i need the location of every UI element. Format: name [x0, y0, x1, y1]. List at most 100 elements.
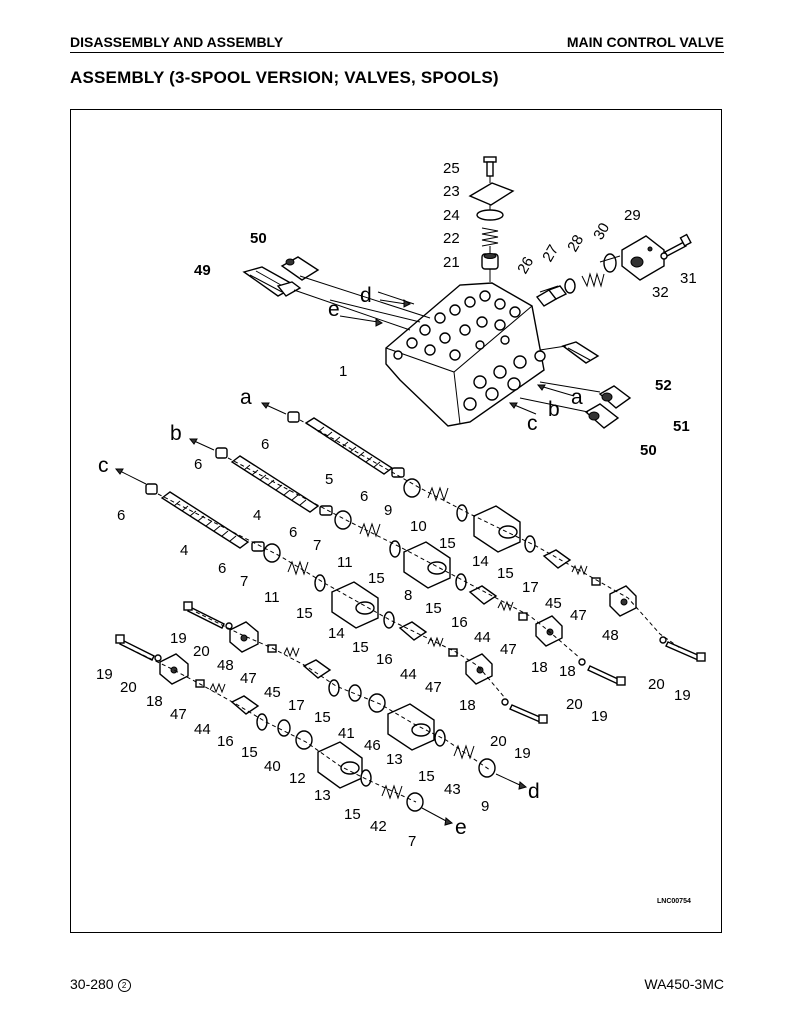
cap-6-f [251, 541, 265, 552]
section-title: DISASSEMBLY AND ASSEMBLY [70, 34, 284, 50]
spring-10 [427, 486, 449, 502]
callout-46: 46 [364, 737, 381, 754]
callout-31: 31 [680, 270, 697, 287]
callout-15-f: 15 [352, 639, 369, 656]
bolt-25 [483, 156, 497, 177]
callout-45-a: 45 [545, 595, 562, 612]
callout-6-c: 6 [117, 507, 125, 524]
washer-20-c [659, 636, 667, 644]
spring-11-b [287, 560, 309, 576]
callout-10: 10 [410, 518, 427, 535]
seal-7-a [334, 510, 352, 530]
callout-47-a: 47 [570, 607, 587, 624]
callout-21: 21 [443, 254, 460, 271]
callout-44-c: 44 [194, 721, 211, 738]
arrow-c [114, 468, 147, 485]
letter-e-top: e [328, 298, 340, 321]
spring-45-b [283, 646, 300, 658]
bolt-31 [664, 233, 692, 257]
arrow-e-bottom [421, 807, 454, 826]
callout-30: 30 [590, 220, 613, 243]
callout-1: 1 [339, 363, 347, 380]
spool-4-a [230, 455, 320, 513]
connection-letters: a b c d e a b c d e [98, 284, 583, 839]
callout-18-d: 18 [559, 663, 576, 680]
callout-7-c: 7 [408, 833, 416, 850]
callout-15-j: 15 [344, 806, 361, 823]
o-ring-15-g [328, 679, 340, 697]
valve-50-right [584, 403, 620, 429]
callout-12: 12 [289, 770, 306, 787]
bolt-19-b [115, 634, 155, 661]
figure-frame [70, 109, 722, 933]
callout-16-b: 16 [376, 651, 393, 668]
o-ring-15-c [314, 574, 326, 592]
callout-47-e: 47 [170, 706, 187, 723]
o-ring-27 [564, 278, 576, 294]
callout-19-c: 19 [591, 708, 608, 725]
callout-22: 22 [443, 230, 460, 247]
bolt-19-c [665, 641, 706, 662]
washer-20-d [578, 658, 586, 666]
callout-52: 52 [655, 377, 672, 394]
callout-14-a: 14 [472, 553, 489, 570]
cover-14-a [473, 505, 521, 553]
o-ring-15-j [360, 769, 372, 787]
o-ring-15-e [455, 573, 467, 591]
callout-15-d: 15 [425, 600, 442, 617]
callout-40: 40 [264, 758, 281, 775]
letter-e-bottom: e [455, 816, 467, 839]
callout-labels: 25 23 24 22 21 50 49 1 26 27 28 30 29 31… [96, 160, 697, 850]
seal-7-b [263, 543, 281, 563]
arrow-c-right [508, 402, 537, 415]
spool-4-b [160, 491, 250, 549]
washer-20-e [501, 698, 509, 706]
callout-4-b: 4 [180, 542, 188, 559]
letter-b: b [170, 422, 182, 445]
valve-body-1 [385, 282, 546, 427]
callout-6-d: 6 [360, 488, 368, 505]
callout-15-b: 15 [497, 565, 514, 582]
callout-8: 8 [404, 587, 412, 604]
callout-50-right: 50 [640, 442, 657, 459]
cap-16-a [468, 585, 498, 605]
callout-19-a: 19 [170, 630, 187, 647]
valve-52 [561, 341, 600, 364]
callout-15-e: 15 [296, 605, 313, 622]
arrow-e-top [339, 315, 383, 327]
bolt-19-d [587, 665, 626, 686]
o-ring-40 [277, 719, 291, 737]
callout-48-b: 48 [217, 657, 234, 674]
callout-11-a: 11 [337, 554, 353, 571]
cover-29 [621, 235, 665, 281]
callout-19-e: 19 [514, 745, 531, 762]
callout-18-c: 18 [146, 693, 163, 710]
relief-valve-49 [242, 266, 302, 297]
arrow-a-right [536, 384, 575, 397]
seal-12 [295, 730, 313, 750]
callout-41: 41 [338, 725, 355, 742]
callout-47-c: 47 [240, 670, 257, 687]
callout-18-a: 18 [531, 659, 548, 676]
page-number-text: 30-280 [70, 976, 114, 992]
o-ring-15-i [434, 729, 446, 747]
cap-6-c [145, 483, 158, 495]
callout-9-b: 9 [481, 798, 489, 815]
callout-44-b: 44 [400, 666, 417, 683]
callout-50-top: 50 [250, 230, 267, 247]
letter-b-right: b [548, 398, 560, 421]
callout-7-a: 7 [313, 537, 321, 554]
callout-42: 42 [370, 818, 387, 835]
letter-d-top: d [360, 284, 372, 307]
callout-20-b: 20 [648, 676, 665, 693]
callout-17-b: 17 [288, 697, 305, 714]
callout-15-a: 15 [439, 535, 456, 552]
callout-7-b: 7 [240, 573, 248, 590]
check-47-c [448, 648, 458, 657]
callout-27: 27 [539, 242, 562, 265]
callout-11-b: 11 [264, 589, 280, 606]
callout-16-c: 16 [217, 733, 234, 750]
callout-26: 26 [514, 254, 537, 277]
callout-44-a: 44 [474, 629, 491, 646]
